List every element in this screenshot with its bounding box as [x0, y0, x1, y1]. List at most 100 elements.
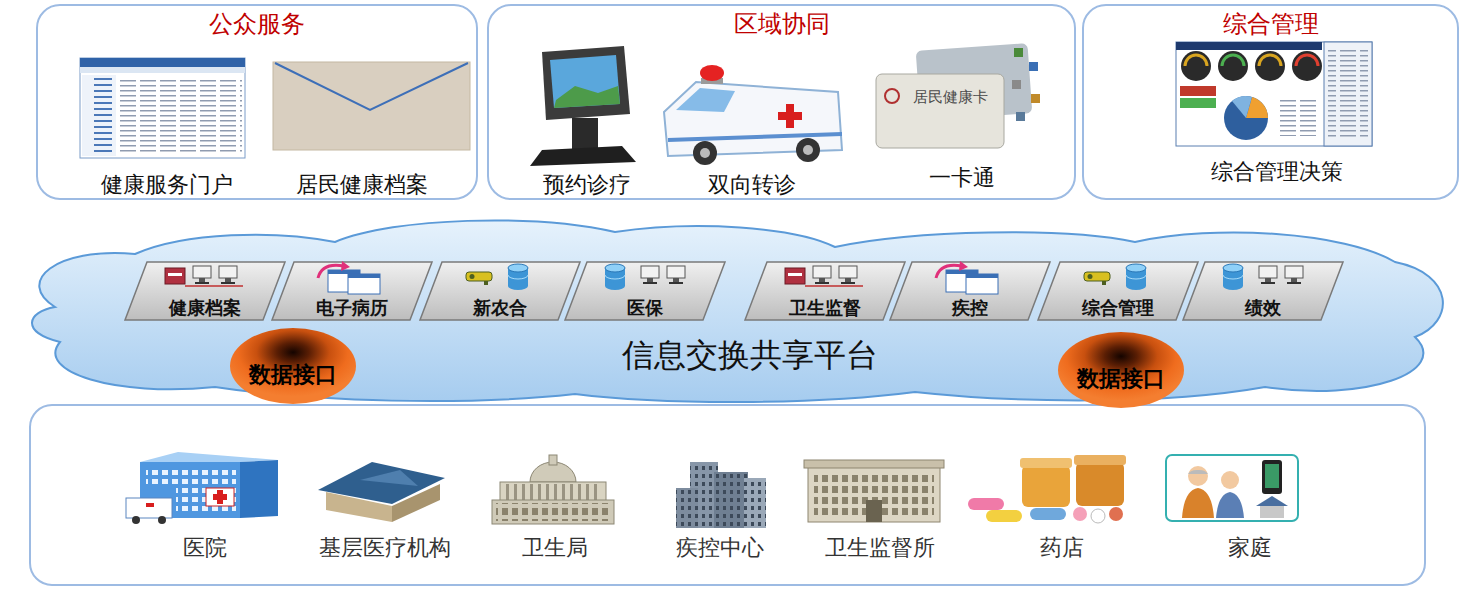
node-text: 电子病历	[316, 297, 388, 319]
health-bureau-icon	[504, 484, 602, 500]
node-text: 居民健康档案	[296, 172, 428, 198]
system-tile: 健康档案	[125, 262, 285, 320]
monitor-base	[673, 278, 679, 282]
dashboard-screenshot	[1222, 55, 1244, 66]
monitor-screen	[193, 266, 211, 278]
data-interface: 数据接口	[230, 328, 356, 404]
icon-caption: 预约诊疗	[539, 171, 635, 199]
family-icon	[1262, 460, 1282, 494]
dashboard-screenshot	[1276, 100, 1316, 136]
node-text: 医院	[183, 535, 227, 561]
refresh-arrow-head	[341, 261, 350, 271]
clinic-icon	[318, 462, 445, 504]
pharmacy-icon	[1076, 462, 1124, 506]
monitor-foot	[841, 282, 855, 284]
monitor-screen	[219, 266, 237, 278]
database-top	[508, 264, 528, 272]
key-tooth	[484, 281, 488, 285]
node-text: 新农合	[473, 297, 527, 319]
dashboard-screenshot	[1185, 55, 1207, 66]
dashboard-screenshot	[1328, 50, 1368, 140]
dashboard-screenshot	[1255, 51, 1285, 81]
icon-caption: 一卡通	[925, 164, 999, 192]
institutions-panel	[30, 405, 1425, 585]
monitor-foot	[643, 282, 657, 284]
node-text: 综合管理	[1223, 10, 1319, 39]
monitor-screen	[1259, 266, 1277, 278]
monitor-base	[199, 278, 205, 282]
cdc-buildings-icon	[744, 478, 766, 528]
app-badge-stripe	[788, 273, 802, 276]
portal-screenshot	[80, 58, 245, 67]
icon-caption: 双向转诊	[704, 171, 800, 199]
dashboard-screenshot	[1176, 42, 1372, 146]
envelope-icon	[273, 62, 470, 150]
institution-caption: 疾控中心	[672, 534, 768, 562]
tile-icons	[1223, 264, 1303, 290]
institution-caption: 医院	[179, 534, 231, 562]
hospital-icon	[146, 503, 154, 507]
database-ring	[605, 275, 625, 279]
family-icon	[1260, 506, 1284, 518]
window-back-bar	[946, 270, 978, 274]
window-front-bar	[966, 274, 998, 278]
kiosk-icon	[542, 46, 630, 120]
window-front	[966, 274, 998, 294]
platform-cloud: 信息交换共享平台健康档案电子病历新农合医保卫生监督疾控综合管理绩效数据接口数据接…	[15, 212, 1460, 407]
hospital-icon	[140, 452, 278, 462]
icon-caption: 综合管理决策	[1207, 158, 1347, 186]
family-icon	[1188, 470, 1208, 474]
system-tile: 新农合	[420, 262, 580, 320]
kiosk-icon	[554, 86, 620, 108]
monitor-base	[647, 278, 653, 282]
tile-icons	[936, 261, 998, 294]
node-text: 基层医疗机构	[319, 535, 451, 561]
window-front-bar	[348, 274, 380, 278]
ambulance-icon	[676, 88, 735, 112]
health-card-icon	[876, 43, 1040, 148]
tile-shape	[272, 262, 432, 320]
icon-caption: 健康服务门户	[97, 171, 237, 199]
app-badge	[785, 268, 805, 284]
dashboard-screenshot	[1292, 51, 1322, 81]
supervision-office-icon	[804, 460, 944, 468]
database-ring	[508, 275, 528, 279]
tile-icons	[605, 264, 685, 290]
pharmacy-icon	[1020, 458, 1072, 468]
family-icon	[1265, 464, 1279, 488]
monitor-screen	[641, 266, 659, 278]
tile-shape	[890, 262, 1050, 320]
pharmacy-icon	[986, 510, 1022, 522]
key-body	[466, 272, 492, 281]
ambulance-icon	[693, 141, 717, 165]
dashboard-screenshot	[1259, 55, 1281, 66]
database-top	[1223, 264, 1243, 272]
dashboard-screenshot	[1218, 51, 1248, 81]
node-text: 家庭	[1228, 535, 1272, 561]
database-bottom	[508, 282, 528, 290]
health-card-icon	[1031, 94, 1040, 103]
monitor-screen	[1285, 266, 1303, 278]
tile-icons	[318, 261, 380, 294]
kiosk-icon	[550, 55, 620, 108]
family-icon	[1182, 488, 1214, 518]
database-ring	[1223, 275, 1243, 279]
refresh-arrow	[318, 265, 344, 278]
family-icon	[1221, 471, 1239, 489]
group-panel: 综合管理综合管理决策	[1082, 4, 1459, 200]
database-top	[1126, 264, 1146, 272]
system-tile: 卫生监督	[745, 262, 905, 320]
database-bottom	[605, 282, 625, 290]
portal-screenshot	[84, 78, 114, 154]
monitor-screen	[839, 266, 857, 278]
health-card-icon	[885, 89, 899, 103]
kiosk-icon	[530, 146, 636, 166]
dashboard-screenshot	[1176, 42, 1322, 50]
monitor-screen	[813, 266, 831, 278]
hospital-icon	[176, 488, 236, 514]
node-text: 健康服务门户	[101, 172, 233, 198]
ambulance-icon	[668, 134, 842, 140]
dashboard-screenshot	[1181, 51, 1211, 81]
envelope-icon	[275, 63, 468, 110]
